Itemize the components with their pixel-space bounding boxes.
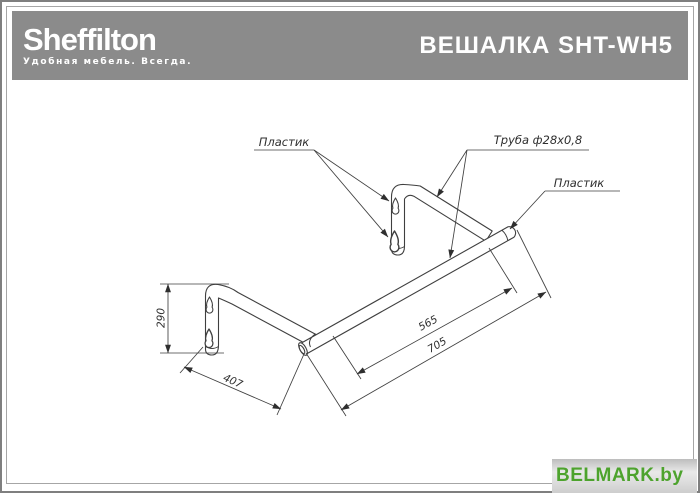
upper-bracket xyxy=(389,183,493,256)
logo-text: Sheffilton xyxy=(23,22,157,57)
label-plastic-left: Пластик xyxy=(254,135,390,238)
brand-logo: Sheffilton Удобная мебель. Всегда. xyxy=(12,24,192,67)
logo-tagline: Удобная мебель. Всегда. xyxy=(23,57,193,67)
svg-text:Пластик: Пластик xyxy=(554,176,605,190)
svg-text:Труба ф28х0,8: Труба ф28х0,8 xyxy=(494,133,583,147)
svg-text:Пластик: Пластик xyxy=(259,135,310,149)
watermark-link[interactable]: BELMARK.by xyxy=(556,465,684,486)
label-tube: Труба ф28х0,8 xyxy=(436,133,589,259)
dimension-290: 290 xyxy=(156,283,229,354)
main-bar xyxy=(298,226,517,356)
dim-bar-length: 705 xyxy=(426,335,450,356)
header-bar: Sheffilton Удобная мебель. Всегда. ВЕШАЛ… xyxy=(12,11,688,80)
dim-inner-span: 565 xyxy=(417,313,441,333)
label-plastic-right: Пластик xyxy=(509,176,620,230)
dim-bracket-height: 290 xyxy=(156,308,168,328)
dimension-407: 407 xyxy=(179,346,305,416)
page-title: ВЕШАЛКА SHT-WH5 xyxy=(419,31,673,59)
watermark-box: BELMARK.by xyxy=(552,459,697,493)
